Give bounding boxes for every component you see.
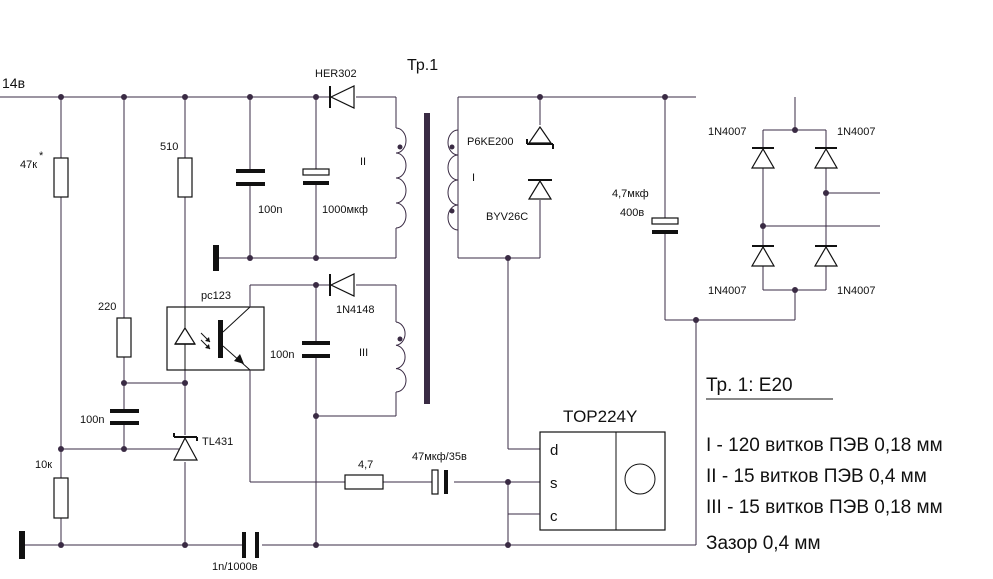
winding-III: [395, 321, 407, 393]
label-220: 220: [98, 301, 116, 313]
label-bulk-voltage: 400в: [620, 207, 644, 219]
winding-II: [395, 127, 407, 229]
label-p6ke200: P6KE200: [467, 136, 513, 148]
notes-title: Тр. 1: Е20: [706, 375, 793, 396]
label-100n-mid: 100n: [270, 349, 294, 361]
resistor-47k: [53, 157, 69, 198]
label-bridge-br: 1N4007: [837, 285, 876, 297]
label-winding-III: III: [359, 347, 368, 359]
bridge-diode-bl: [750, 245, 776, 267]
bridge-diode-tr: [813, 147, 839, 169]
label-winding-II: II: [360, 156, 366, 168]
notes-line-4: Зазор 0,4 мм: [706, 533, 821, 554]
ground-bar-secondary: [213, 245, 219, 271]
label-bridge-tr: 1N4007: [837, 126, 876, 138]
label-byv26c: BYV26C: [486, 211, 528, 223]
input-voltage-label: 14в: [2, 75, 25, 91]
label-bridge-tl: 1N4007: [708, 126, 747, 138]
diode-1n4148: [329, 273, 355, 297]
notes-line-1: I - 120 витков ПЭВ 0,18 мм: [706, 435, 943, 456]
label-47k: 47к: [20, 159, 37, 171]
label-47k-star: *: [39, 150, 44, 162]
capacitor-100n-top: [236, 169, 265, 186]
label-her302: HER302: [315, 68, 357, 80]
bridge-diode-br: [813, 245, 839, 267]
ground-bar-left: [19, 531, 25, 559]
label-510: 510: [160, 141, 178, 153]
ic-pin-c: c: [550, 508, 558, 525]
label-100n-top: 100n: [258, 204, 282, 216]
label-1n4148: 1N4148: [336, 304, 375, 316]
optocoupler-pc123: [166, 306, 265, 371]
capacitor-1000mkf: [302, 168, 330, 185]
ic-top224y: [539, 431, 666, 531]
resistor-4-7: [344, 474, 384, 490]
tvs-p6ke200: [526, 125, 554, 149]
label-1000mkf: 1000мкф: [322, 204, 368, 216]
notes-line-2: II - 15 витков ПЭВ 0,4 мм: [706, 466, 927, 487]
resistor-510: [177, 157, 193, 198]
label-bridge-bl: 1N4007: [708, 285, 747, 297]
notes-line-3: III - 15 витков ПЭВ 0,18 мм: [706, 497, 943, 518]
capacitor-y-1n: [242, 532, 259, 558]
label-4-7: 4,7: [358, 459, 373, 471]
capacitor-47mkf: [431, 469, 448, 495]
resistor-220: [116, 317, 132, 358]
label-47mkf: 47мкф/35в: [412, 451, 467, 463]
label-1n-1000v: 1n/1000в: [212, 561, 258, 573]
transformer-label: Тр.1: [407, 57, 438, 74]
diode-her302: [329, 85, 355, 109]
label-tl431: TL431: [202, 436, 233, 448]
bridge-diode-tl: [750, 147, 776, 169]
capacitor-100n-mid: [302, 341, 330, 358]
label-10k: 10к: [35, 459, 52, 471]
label-bulk-value: 4,7мкф: [612, 188, 649, 200]
ic-pin-d: d: [550, 442, 558, 459]
diode-byv26c: [527, 179, 553, 200]
label-ic: TOP224Y: [563, 407, 637, 426]
capacitor-100n-left: [110, 409, 139, 425]
winding-I: [447, 129, 459, 231]
ic-pin-s: s: [550, 475, 558, 492]
label-100n-left: 100n: [80, 414, 104, 426]
label-winding-I: I: [472, 172, 475, 184]
tl431-reference: [173, 433, 199, 461]
resistor-10k: [53, 477, 69, 519]
label-pc123: pc123: [201, 290, 231, 302]
capacitor-bulk: [651, 217, 679, 234]
